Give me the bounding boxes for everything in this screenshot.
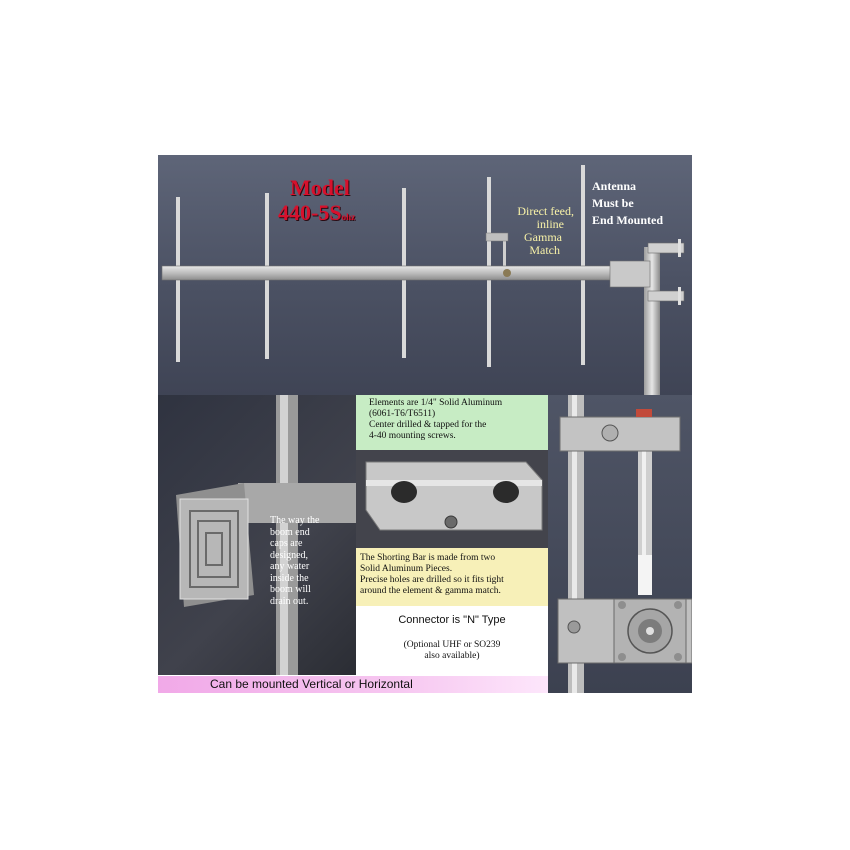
shorting-note-box: The Shorting Bar is made from two Solid … (356, 548, 548, 606)
mount-note-line3: End Mounted (592, 213, 664, 227)
endcap-note-line7: boom will (270, 584, 311, 595)
shorting-note-line2: Solid Aluminum Pieces. (360, 564, 453, 574)
endcap-note-line3: caps are (270, 538, 303, 549)
shorting-note: The Shorting Bar is made from two Solid … (360, 553, 504, 597)
connector-note-line2: also available) (424, 651, 480, 661)
elements-note-line1: Elements are 1/4" Solid Aluminum (369, 398, 503, 408)
mounting-banner: Can be mounted Vertical or Horizontal (158, 676, 548, 693)
mounting-banner-text: Can be mounted Vertical or Horizontal (210, 677, 413, 691)
element-5 (581, 165, 585, 365)
elements-note-box: Elements are 1/4" Solid Aluminum (6061-T… (356, 395, 548, 450)
elements-note-line3: Center drilled & tapped for the (369, 420, 487, 430)
shorting-note-line4: around the element & gamma match. (360, 586, 501, 596)
boom (161, 265, 629, 281)
endcap-note: The way the boom end caps are designed, … (270, 515, 352, 607)
connector-photo (548, 395, 692, 693)
feed-note-line2: inline (536, 217, 564, 231)
endcap-note-line4: designed, (270, 549, 309, 561)
endcap-note-line1: The way the (270, 515, 320, 526)
model-title-line1: Model (290, 175, 350, 200)
elements-note: Elements are 1/4" Solid Aluminum (6061-T… (369, 398, 502, 442)
mount-note-line1: Antenna (592, 179, 637, 193)
feed-note-line3: Gamma (524, 230, 562, 244)
elements-note-line4: 4-40 mounting screws. (369, 431, 456, 441)
model-number-suffix: ohz (341, 212, 356, 222)
endcap-note-line6: inside the (270, 572, 309, 584)
shorting-note-line3: Precise holes are drilled so it fits tig… (360, 575, 504, 585)
model-number: 440-5Sohz (278, 201, 355, 229)
connector-note-line1: (Optional UHF or SO239 (403, 640, 501, 650)
endcap-note-line5: any water (270, 561, 310, 572)
end-cap-photo (158, 395, 356, 675)
feed-note: Direct feed, inline Gamma Match (494, 205, 574, 257)
antenna-photo (158, 155, 692, 395)
endcap-note-line8: drain out. (270, 595, 309, 607)
shorting-note-line1: The Shorting Bar is made from two (360, 553, 496, 563)
model-title: Model (290, 176, 350, 200)
shorting-bar-photo (356, 450, 548, 548)
mount-note-line2: Must be (592, 196, 634, 210)
endcap-note-line2: boom end (270, 526, 310, 538)
model-number-text: 440-5S (278, 200, 342, 225)
end-cap-illustration (176, 395, 356, 675)
antenna-illustration (161, 165, 685, 395)
gamma-rod (503, 235, 506, 275)
mast-bracket (609, 260, 651, 288)
mount-note: Antenna Must be End Mounted (592, 178, 692, 229)
connector-illustration (557, 395, 692, 693)
shorting-bar-illustration (356, 450, 548, 548)
gamma-bar (485, 232, 509, 242)
feed-note-line1: Direct feed, (517, 204, 574, 218)
feed-note-line4: Match (529, 243, 560, 257)
connector-note-box: Connector is "N" Type (Optional UHF or S… (356, 606, 548, 676)
connector-heading: Connector is "N" Type (398, 614, 506, 626)
connector-note: (Optional UHF or SO239 also available) (356, 640, 548, 662)
elements-note-line2: (6061-T6/T6511) (369, 409, 436, 419)
